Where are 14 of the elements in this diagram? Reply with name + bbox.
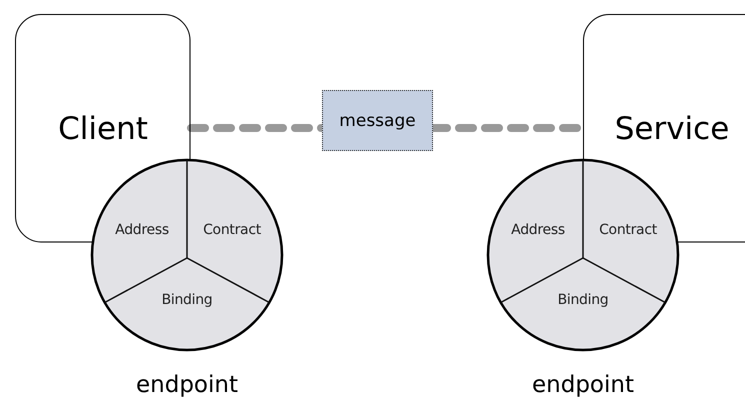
sector-label: Contract: [203, 222, 261, 238]
sector-label: Address: [115, 222, 169, 238]
message-box: [322, 90, 433, 151]
node-label: endpoint: [532, 372, 634, 398]
box-label: Client: [58, 110, 148, 146]
box-label: Service: [614, 110, 730, 146]
rounded-box: [15, 14, 191, 243]
message-label: message: [339, 110, 416, 130]
sector-label: Address: [511, 222, 565, 238]
sector-label: Contract: [599, 222, 657, 238]
rounded-box: [583, 14, 745, 243]
sector-label: Binding: [162, 292, 212, 308]
node-label: endpoint: [136, 372, 238, 398]
sector-label: Binding: [558, 292, 608, 308]
